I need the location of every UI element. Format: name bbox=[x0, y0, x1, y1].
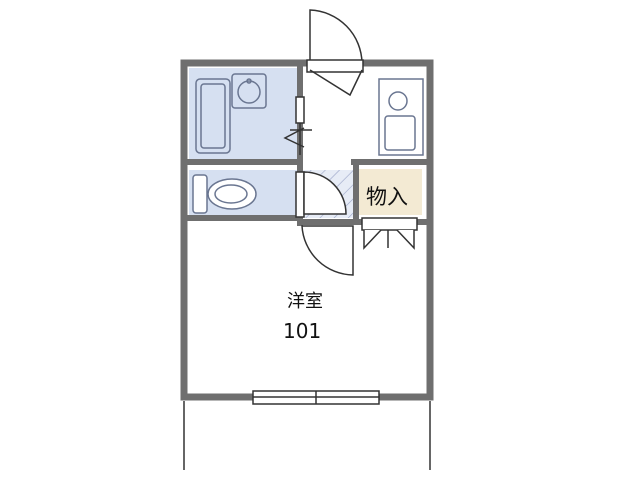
storage-fill bbox=[359, 169, 422, 215]
main-room-label: 洋室 bbox=[287, 291, 323, 312]
bathtub bbox=[195, 78, 231, 154]
storage-label: 物入 bbox=[366, 185, 408, 209]
outer-walls bbox=[180, 59, 434, 401]
entrance-door bbox=[306, 9, 364, 97]
bottom-window bbox=[252, 390, 380, 405]
toilet-door bbox=[295, 171, 347, 218]
room-door bbox=[301, 225, 354, 276]
room-number-label: 101 bbox=[283, 319, 321, 343]
bathroom-door bbox=[283, 96, 312, 155]
storage-doors bbox=[361, 217, 418, 250]
kitchen-counter bbox=[378, 78, 424, 156]
balcony bbox=[183, 401, 431, 470]
toilet bbox=[192, 174, 257, 214]
washbasin bbox=[231, 73, 267, 109]
